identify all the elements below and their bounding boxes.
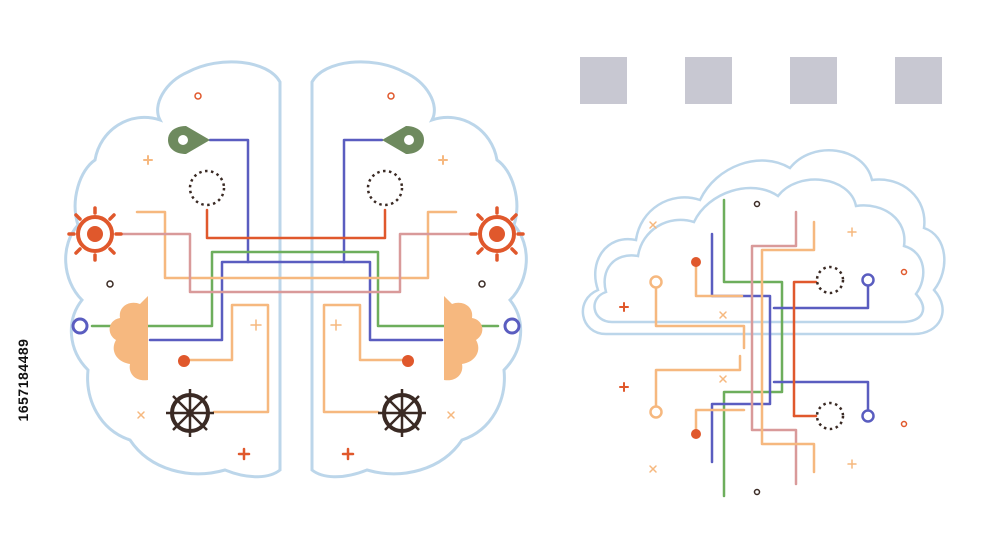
cloud-icons xyxy=(619,200,908,496)
palette-swatch-3 xyxy=(790,57,837,104)
hand-icon xyxy=(444,296,483,381)
dotted-circle-icon xyxy=(815,265,845,295)
cloud-circuits xyxy=(654,198,870,498)
palette-swatch-2 xyxy=(685,57,732,104)
brain-outline xyxy=(64,60,528,479)
dotted-circle-icon xyxy=(366,169,404,207)
stock-id-text: 1657184489 xyxy=(15,338,31,422)
location-pin-icon xyxy=(168,126,210,154)
hand-icon xyxy=(109,296,148,381)
location-pin-icon xyxy=(382,126,424,154)
dotted-circle-icon xyxy=(188,169,226,207)
stock-id-label: 1657184489 xyxy=(8,300,38,460)
dotted-circle-icon xyxy=(815,401,845,431)
brain-circuits xyxy=(90,138,500,414)
sun-icon xyxy=(67,206,123,262)
ship-wheel-icon xyxy=(376,387,428,439)
brain-icons xyxy=(67,92,525,461)
sun-icon xyxy=(469,206,525,262)
ship-wheel-icon xyxy=(164,387,216,439)
palette-swatch-4 xyxy=(895,57,942,104)
palette-swatch-1 xyxy=(580,57,627,104)
cloud-outline xyxy=(581,149,946,336)
